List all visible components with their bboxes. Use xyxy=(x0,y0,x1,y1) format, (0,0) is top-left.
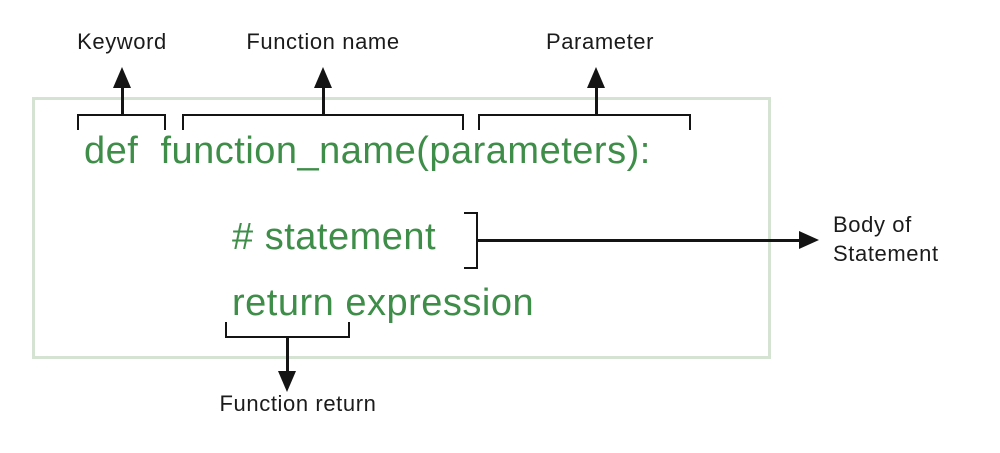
arrowhead-up-icon xyxy=(314,67,332,88)
keyword-bracket xyxy=(77,114,166,130)
body-of-statement-label: Body of Statement xyxy=(833,210,939,268)
parameter-bracket xyxy=(478,114,691,130)
arrow-line xyxy=(322,85,325,115)
body-of-line: Body of xyxy=(833,212,912,237)
arrowhead-right-icon xyxy=(799,231,819,249)
arrow-line xyxy=(595,85,598,115)
arrowhead-up-icon xyxy=(113,67,131,88)
arrow-line xyxy=(121,85,124,115)
statement-line: Statement xyxy=(833,241,939,266)
code-signature: def function_name(parameters): xyxy=(84,130,651,172)
arrow-line xyxy=(286,338,289,373)
code-box xyxy=(32,97,771,359)
keyword-label: Keyword xyxy=(77,29,167,54)
arrow-line xyxy=(478,239,802,242)
return-bracket xyxy=(225,322,350,338)
arrowhead-down-icon xyxy=(278,371,296,392)
function-return-label: Function return xyxy=(219,391,377,416)
statement-bracket xyxy=(464,212,478,269)
parameter-label: Parameter xyxy=(545,29,655,54)
code-return: return expression xyxy=(232,282,535,324)
function-name-bracket xyxy=(182,114,464,130)
arrowhead-up-icon xyxy=(587,67,605,88)
function-name-label: Function name xyxy=(246,29,400,54)
code-statement: # statement xyxy=(232,216,437,258)
